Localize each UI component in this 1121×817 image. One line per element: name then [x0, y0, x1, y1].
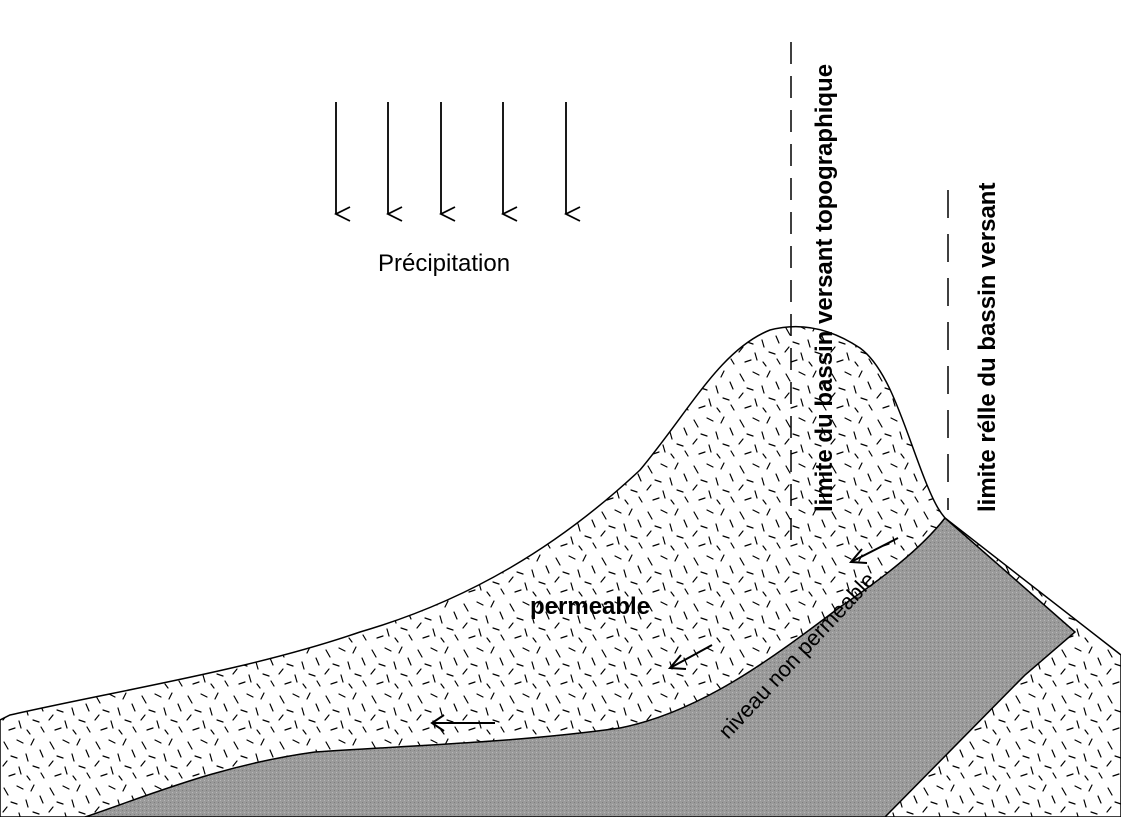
real-boundary-label: limite rélle du bassin versant: [974, 183, 1001, 512]
precipitation-arrows: [336, 102, 566, 214]
flow-arrow: [848, 537, 899, 564]
flow-arrow: [667, 644, 713, 670]
groundwater-flow-arrows: [430, 537, 899, 732]
topographic-boundary-label: limite du bassin versant topographique: [811, 64, 838, 512]
impermeable-layer: [84, 516, 1077, 817]
permeable-label: permeable: [530, 593, 650, 620]
flow-arrow: [430, 714, 495, 732]
precipitation-label: Précipitation: [378, 250, 510, 277]
